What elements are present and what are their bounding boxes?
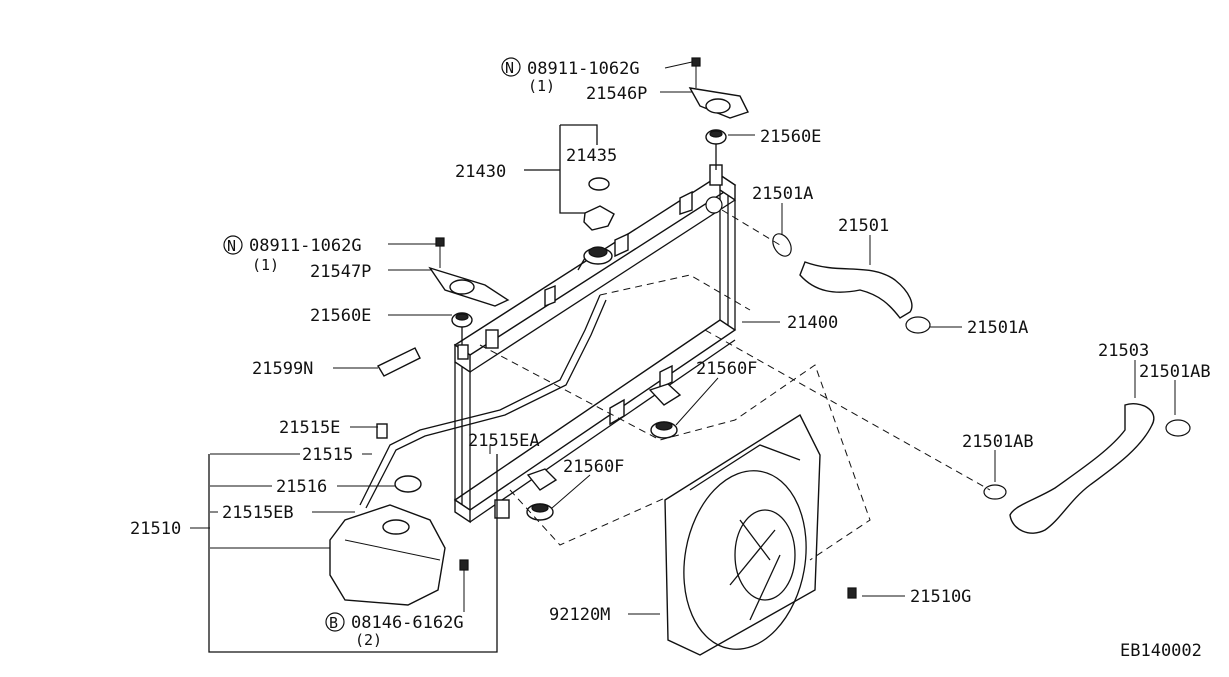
label-21501: 21501 — [838, 216, 889, 236]
guide-line-1 — [479, 344, 871, 561]
bolt-badge: B — [329, 614, 338, 632]
reservoir-tank-21510 — [329, 475, 469, 606]
top-bracket-21546p — [688, 57, 749, 170]
label-nut-top-code: 08911-1062G — [527, 59, 640, 79]
label-21501a-top: 21501A — [752, 184, 813, 204]
left-bracket-21547p — [428, 237, 510, 345]
lower-mounts-21560f — [526, 383, 682, 521]
radiator-21400 — [453, 164, 737, 524]
nut-symbol-left-icon — [223, 235, 243, 255]
upper-hose-21501 — [721, 209, 931, 334]
label-21430: 21430 — [455, 162, 506, 182]
filler-neck-21430 — [524, 124, 615, 271]
label-nut-top-qty: (1) — [528, 77, 555, 95]
reservoir-group-box — [208, 454, 498, 653]
label-21515e: 21515E — [279, 418, 340, 438]
label-21501ab-right: 21501AB — [1139, 362, 1211, 382]
overflow-hose-21515 — [359, 294, 607, 509]
label-92120m: 92120M — [549, 605, 610, 625]
nut-symbol-top-icon — [501, 57, 521, 77]
label-21515: 21515 — [302, 445, 353, 465]
label-21546p: 21546P — [586, 84, 647, 104]
label-21547p: 21547P — [310, 262, 371, 282]
lower-hose-21503 — [704, 329, 1191, 534]
nut-badge-left: N — [227, 237, 236, 255]
label-21501ab-mid: 21501AB — [962, 432, 1034, 452]
label-21435: 21435 — [566, 146, 617, 166]
label-nut-left-code: 08911-1062G — [249, 236, 362, 256]
label-21560e-top: 21560E — [760, 127, 821, 147]
label-bolt-code: 08146-6162G — [351, 613, 464, 633]
diagram-id: EB140002 — [1120, 641, 1202, 661]
label-21501a-right: 21501A — [967, 318, 1028, 338]
label-nut-left-qty: (1) — [252, 256, 279, 274]
fan-shroud-92120m — [664, 413, 857, 656]
label-21515ea: 21515EA — [468, 431, 540, 451]
label-21515eb: 21515EB — [222, 503, 294, 523]
label-21599n: 21599N — [252, 359, 313, 379]
bolt-symbol-icon — [325, 612, 345, 632]
label-21560f-mid: 21560F — [563, 457, 624, 477]
label-21560e-left: 21560E — [310, 306, 371, 326]
label-21516: 21516 — [276, 477, 327, 497]
nut-badge-top: N — [505, 59, 514, 77]
label-21400: 21400 — [787, 313, 838, 333]
label-21503: 21503 — [1098, 341, 1149, 361]
guide-line-3 — [509, 489, 666, 546]
label-21560f-right: 21560F — [696, 359, 757, 379]
label-strip-21599n — [377, 347, 421, 377]
label-bolt-qty: (2) — [355, 631, 382, 649]
label-21510g: 21510G — [910, 587, 971, 607]
guide-line-2 — [599, 274, 751, 311]
label-21510: 21510 — [130, 519, 181, 539]
leader-lines — [190, 61, 1176, 615]
